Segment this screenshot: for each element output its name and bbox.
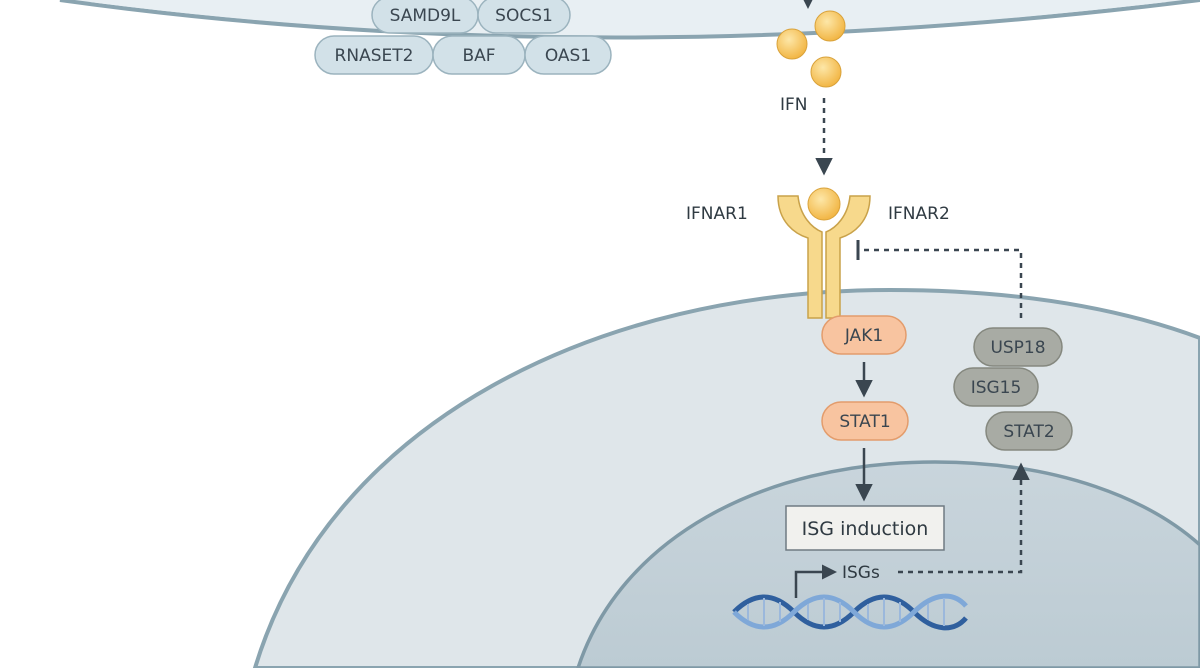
protein-pill-rnaset2: RNASET2 bbox=[314, 35, 434, 75]
protein-label: RNASET2 bbox=[335, 46, 414, 66]
protein-label: SOCS1 bbox=[495, 6, 553, 26]
isgs-label: ISGs bbox=[842, 563, 880, 583]
isg-induction-label: ISG induction bbox=[802, 518, 929, 540]
ifnar2-label: IFNAR2 bbox=[888, 204, 950, 224]
dna-helix bbox=[732, 593, 968, 631]
protein-pill-socs1: SOCS1 bbox=[477, 0, 571, 34]
jak1-pill: JAK1 bbox=[821, 315, 907, 355]
protein-label: OAS1 bbox=[545, 46, 591, 66]
usp18-inhibition-line bbox=[858, 248, 1023, 318]
protein-label: SAMD9L bbox=[390, 6, 461, 26]
upper-cell-body bbox=[75, 0, 1184, 35]
stat1-label: STAT1 bbox=[839, 412, 890, 432]
ifnar2-chain bbox=[825, 195, 871, 319]
stat2-label: STAT2 bbox=[1003, 422, 1054, 442]
ifnar-receptor bbox=[777, 187, 871, 319]
isg-expression-line bbox=[898, 462, 1030, 574]
usp18-label: USP18 bbox=[990, 338, 1045, 358]
usp18-pill: USP18 bbox=[973, 327, 1063, 367]
isg15-label: ISG15 bbox=[971, 378, 1022, 398]
protein-pill-baf: BAF bbox=[432, 35, 526, 75]
protein-pill-samd9l: SAMD9L bbox=[371, 0, 479, 34]
isg15-pill: ISG15 bbox=[953, 367, 1039, 407]
protein-pill-oas1: OAS1 bbox=[524, 35, 612, 75]
ifnar1-label: IFNAR1 bbox=[686, 204, 748, 224]
isg-induction-box: ISG induction bbox=[785, 505, 945, 551]
protein-label: BAF bbox=[462, 46, 495, 66]
transcription-start-arrow bbox=[794, 564, 837, 598]
stat2-pill: STAT2 bbox=[985, 411, 1073, 451]
nucleus bbox=[576, 460, 1200, 668]
ifn-label: IFN bbox=[780, 95, 808, 115]
stat1-pill: STAT1 bbox=[821, 401, 909, 441]
ifnar1-chain bbox=[777, 195, 823, 319]
upper-protein-cluster: SAMD9L SOCS1 RNASET2 BAF OAS1 bbox=[314, 0, 612, 75]
jak1-label: JAK1 bbox=[844, 326, 883, 346]
isg-complex: USP18 ISG15 STAT2 bbox=[953, 327, 1073, 451]
ifn-ligand bbox=[776, 10, 846, 88]
bound-ifn bbox=[807, 187, 841, 221]
